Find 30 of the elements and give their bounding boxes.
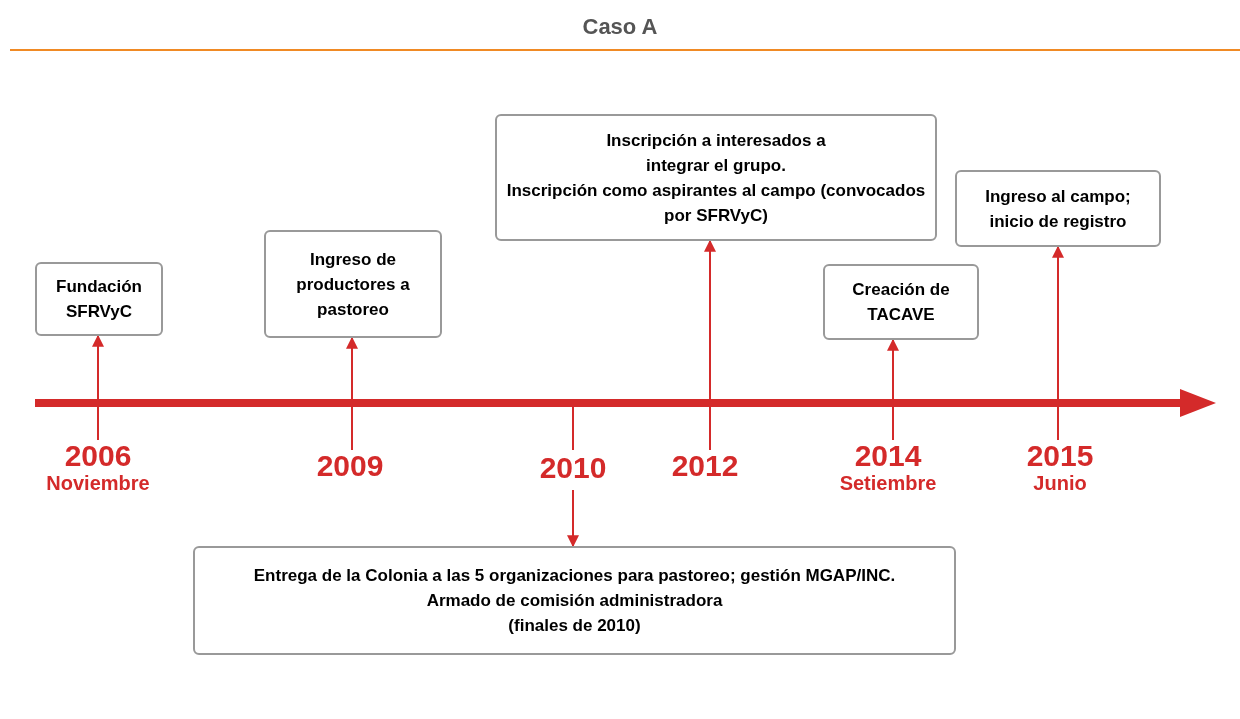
event-box — [495, 114, 937, 241]
arrow — [92, 334, 104, 441]
event-box — [35, 262, 163, 336]
arrow — [567, 489, 579, 548]
event-box — [823, 264, 979, 340]
arrow — [1052, 245, 1064, 441]
event-text: Inscripción a interesados a integrar el grupo. — [605, 129, 827, 177]
event-box — [193, 546, 956, 655]
month-label: Noviembre — [46, 472, 150, 494]
arrow — [887, 338, 899, 441]
event-box — [955, 170, 1161, 247]
event-text: Creación de TACAVE — [851, 279, 951, 326]
month-label: Junio — [1033, 472, 1087, 494]
event-text: Ingreso de productores a pastoreo — [295, 248, 411, 321]
event-text: Entrega de la Colonia a las 5 organizaciones para pastoreo; gestión MGAP/INC. — [253, 565, 896, 587]
year-label: 2012 — [671, 450, 739, 482]
event-box — [264, 230, 442, 338]
event-text: Ingreso al campo; inicio de registro — [984, 185, 1132, 233]
year-label: 2006 — [64, 440, 132, 472]
event-text: Inscripción como aspirantes al campo (convocados por SFRVyC) — [506, 179, 926, 227]
event-text: Fundación SFRVyC — [55, 276, 143, 323]
month-label: Setiembre — [839, 472, 937, 494]
year-label: 2010 — [539, 452, 607, 484]
title: Caso A — [582, 13, 658, 41]
year-label: 2015 — [1026, 440, 1094, 472]
arrow — [346, 336, 358, 451]
event-text: Armado de comisión administradora (finales de 2010) — [425, 590, 724, 637]
year-label: 2009 — [316, 450, 384, 482]
year-label: 2014 — [854, 440, 922, 472]
arrow — [704, 239, 716, 451]
